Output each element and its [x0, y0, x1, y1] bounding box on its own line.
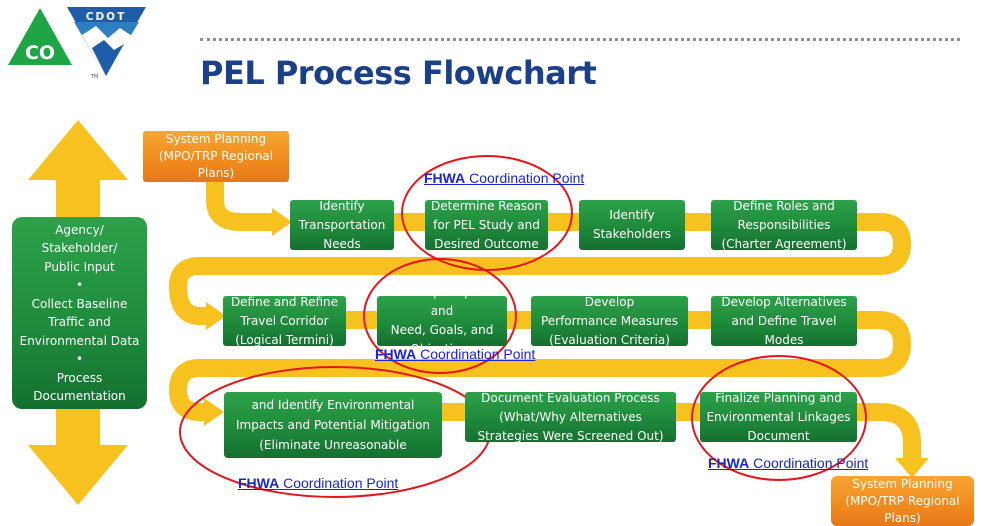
title-rule: [200, 38, 960, 41]
flow-arrowheads: [204, 208, 929, 478]
flow-band: [169, 182, 921, 460]
step-develop-performance-measures: Develop Performance Measures (Evaluation…: [531, 296, 688, 346]
step-finalize-planning: Finalize Planning and Environmental Link…: [700, 392, 857, 442]
end-box-system-planning: System Planning (MPO/TRP Regional Plans): [831, 476, 974, 526]
highlight-circle-2: [363, 258, 517, 374]
step-identify-transportation-needs: Identify Transportation Needs: [290, 200, 394, 250]
step-identify-stakeholders: Identify Stakeholders: [579, 200, 685, 250]
highlight-circle-4: [691, 355, 867, 481]
svg-text:CDOT: CDOT: [86, 11, 127, 23]
step-develop-alternatives: Develop Alternatives and Define Travel M…: [711, 296, 857, 346]
arrowhead-4: [895, 458, 929, 478]
step-document-evaluation: Document Evaluation Process (What/Why Al…: [465, 392, 676, 442]
step-define-travel-corridor: Define and Refine Travel Corridor (Logic…: [223, 296, 346, 346]
start-box-system-planning: System Planning (MPO/TRP Regional Plans): [143, 131, 289, 182]
flow-row-1: [169, 213, 911, 325]
step-determine-reason: Determine Reason for PEL Study and Desir…: [425, 200, 548, 250]
fhwa-coordination-link-3[interactable]: FHWA Coordination Point: [238, 475, 399, 491]
flow-start-connector: [206, 182, 276, 231]
step-develop-purpose-need: Develop Purpose and Need, Goals, and Obj…: [377, 296, 507, 346]
cdot-logo: CO CDOT TM: [8, 7, 146, 80]
fhwa-coordination-link-4[interactable]: FHWA Coordination Point: [708, 455, 869, 471]
side-box-agency-input: Agency/ Stakeholder/ Public Input • Coll…: [12, 217, 147, 409]
logo-triangle: [8, 8, 72, 65]
arrowhead-3: [204, 398, 224, 426]
fhwa-coordination-link-2[interactable]: FHWA Coordination Point: [375, 346, 536, 362]
fhwa-coordination-link-1[interactable]: FHWA Coordination Point: [424, 170, 585, 186]
step-identify-environmental-impacts: and Identify Environmental Impacts and P…: [224, 392, 442, 458]
arrowhead-1: [272, 208, 292, 236]
svg-text:TM: TM: [90, 74, 98, 80]
step-define-roles: Define Roles and Responsibilities (Chart…: [711, 200, 857, 250]
flow-row-2: [169, 311, 911, 421]
flow-row-3: [250, 403, 921, 460]
svg-text:CO: CO: [25, 42, 55, 64]
arrowhead-2: [206, 302, 226, 330]
page-title: PEL Process Flowchart: [200, 54, 597, 92]
